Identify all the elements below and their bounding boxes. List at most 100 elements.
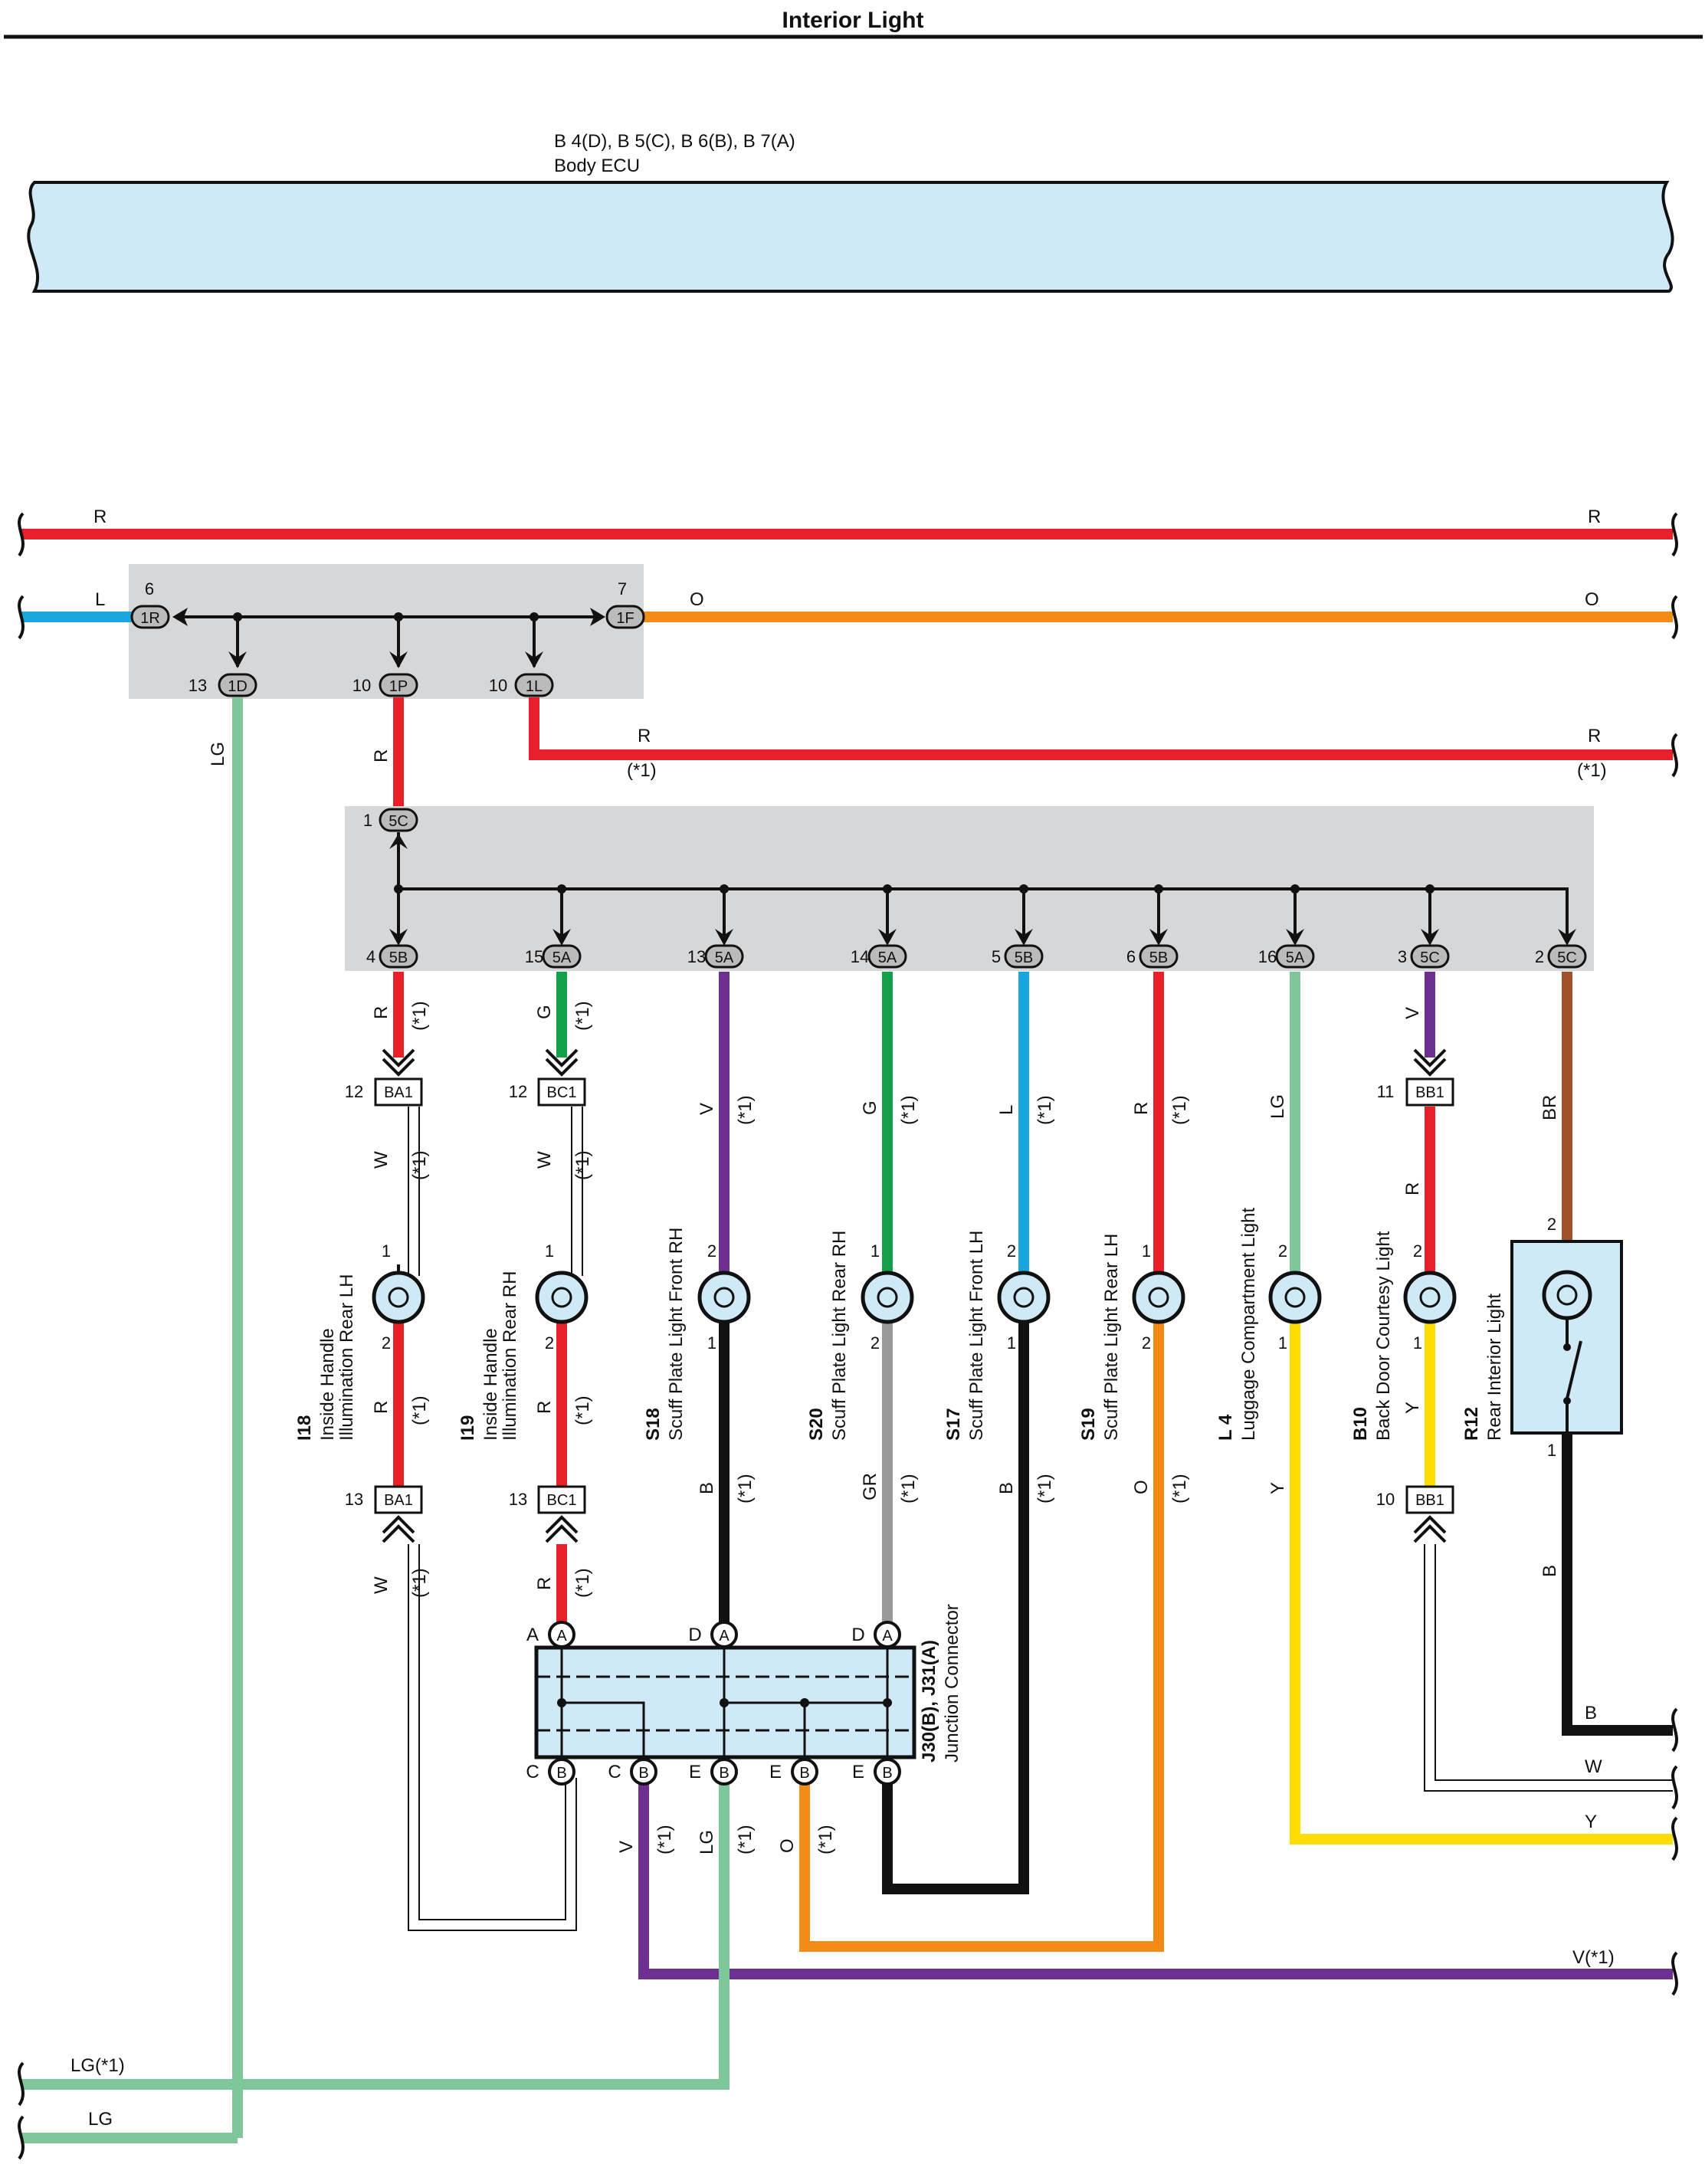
connector-1p: 1P	[379, 673, 418, 697]
drop-pin: 15	[525, 947, 543, 966]
svg-text:W: W	[371, 1151, 392, 1169]
light-name: Luggage Compartment Light	[1238, 1207, 1259, 1441]
bulb-pin-bottom: 2	[382, 1333, 391, 1353]
bulb-icon	[535, 1271, 589, 1324]
bulb-pin-top: 1	[871, 1241, 880, 1261]
svg-text:B: B	[719, 1765, 729, 1782]
svg-text:B: B	[882, 1765, 892, 1782]
out-label-b: B	[1585, 1703, 1597, 1723]
jc-pin-letter: D	[851, 1625, 864, 1645]
jc-bottom-pin: B	[630, 1758, 657, 1786]
bulb-icon	[997, 1271, 1051, 1324]
drop-arrow	[228, 651, 247, 668]
svg-text:R: R	[371, 1401, 392, 1414]
drop-pin: 6	[1126, 947, 1136, 966]
svg-text:O: O	[1131, 1480, 1152, 1494]
svg-text:B: B	[697, 1482, 717, 1494]
svg-text:L: L	[996, 1105, 1017, 1115]
body-ecu-box	[27, 181, 1674, 293]
svg-text:B: B	[996, 1482, 1017, 1494]
drop-pin: 14	[851, 947, 869, 966]
wire-label-r-1l-mid: R	[638, 726, 651, 746]
drop-pin: 16	[1258, 947, 1277, 966]
pin-5c-top: 1	[363, 811, 372, 830]
out-label-w: W	[1585, 1756, 1602, 1777]
drop-connector: 5A	[542, 884, 582, 969]
svg-text:1D: 1D	[228, 678, 248, 695]
svg-text:A: A	[719, 1628, 730, 1645]
light-code: S19	[1078, 1408, 1099, 1441]
light-code: L 4	[1215, 1414, 1236, 1441]
svg-text:5A: 5A	[715, 949, 734, 966]
light-name: Scuff Plate Light Rear RH	[829, 1231, 850, 1441]
ecu-name: Body ECU	[554, 156, 640, 176]
bulb-pin-bottom: 1	[1413, 1333, 1422, 1353]
page-title: Interior Light	[782, 8, 924, 33]
arrow-1r	[172, 608, 188, 626]
svg-text:Y: Y	[1267, 1482, 1288, 1494]
light-code: S20	[806, 1408, 827, 1441]
bulb-pin-top: 2	[1413, 1241, 1422, 1261]
light-name-2: Illumination Rear RH	[500, 1271, 520, 1441]
branch-wire-low	[799, 1320, 1164, 1952]
branch-wire-low	[1562, 1433, 1673, 1736]
svg-text:5A: 5A	[878, 949, 897, 966]
svg-text:(*1): (*1)	[898, 1095, 919, 1125]
connector-bc1-top: BC1	[537, 1077, 586, 1107]
out-label-lg: LG	[88, 2109, 113, 2130]
drop-connector: 5B	[1004, 884, 1044, 969]
jc-pin-letter: C	[608, 1762, 621, 1782]
light-name: Rear Interior Light	[1484, 1294, 1505, 1441]
light-name: Scuff Plate Light Rear LH	[1101, 1234, 1122, 1441]
svg-text:5C: 5C	[1557, 949, 1577, 966]
svg-text:V: V	[697, 1103, 717, 1115]
svg-text:(*1): (*1)	[572, 1001, 593, 1031]
bulb-icon	[372, 1271, 425, 1324]
jc-bottom-pin: B	[710, 1758, 738, 1786]
pin-bc1-top: 12	[509, 1082, 527, 1101]
wire-label-r-right: R	[1588, 507, 1601, 527]
bulb-pin-top: 2	[1007, 1241, 1016, 1261]
drop-arrow	[525, 651, 543, 668]
svg-text:(*1): (*1)	[735, 1825, 756, 1854]
wire-w-right	[1425, 1544, 1673, 1790]
out-label-lg1: LG(*1)	[70, 2055, 125, 2076]
svg-text:1L: 1L	[526, 678, 543, 695]
connector-1l: 1L	[514, 673, 554, 697]
svg-text:BC1: BC1	[547, 1084, 577, 1101]
light-code: S18	[643, 1408, 664, 1441]
light-name: Inside Handle	[480, 1328, 501, 1441]
break-right-out	[1671, 1707, 1678, 1753]
pin-bc1-bot: 13	[509, 1490, 527, 1509]
bulb-pin-bottom: 1	[707, 1333, 716, 1353]
pin-1d: 13	[189, 676, 207, 695]
break-right-out	[1671, 1951, 1678, 1996]
bulb-icon	[1132, 1271, 1185, 1324]
branch-wire-low	[882, 1320, 1029, 1894]
bulb-pin-top: 2	[1278, 1241, 1287, 1261]
wire-note-r-1l-right: (*1)	[1577, 760, 1607, 781]
jc-code: J30(B), J31(A)	[919, 1640, 939, 1763]
wire-note-r-1l-mid: (*1)	[627, 760, 657, 781]
light-name: Inside Handle	[317, 1328, 338, 1441]
bulb-pin-bottom: 1	[1547, 1441, 1556, 1460]
svg-text:O: O	[777, 1838, 798, 1853]
light-code: S17	[943, 1408, 964, 1441]
light-name: Back Door Courtesy Light	[1373, 1231, 1394, 1441]
svg-text:LG: LG	[1267, 1094, 1288, 1119]
svg-text:G: G	[534, 1005, 555, 1019]
svg-text:1R: 1R	[140, 610, 160, 627]
drop-arrow	[389, 651, 408, 668]
pin-ba1-top: 12	[345, 1082, 363, 1101]
wire-label-lg-down: LG	[208, 742, 228, 766]
jc-pin-letter: C	[526, 1762, 539, 1782]
connector-1d: 1D	[218, 673, 257, 697]
svg-text:(*1): (*1)	[815, 1825, 836, 1854]
wire-lg-out	[21, 1778, 730, 2090]
svg-text:A: A	[882, 1628, 893, 1645]
connector-bb1-bot: BB1	[1405, 1485, 1454, 1514]
svg-text:LG: LG	[697, 1830, 717, 1854]
svg-text:(*1): (*1)	[898, 1474, 919, 1504]
bulb-icon	[1403, 1271, 1457, 1324]
bulb-pin-top: 1	[382, 1241, 391, 1261]
